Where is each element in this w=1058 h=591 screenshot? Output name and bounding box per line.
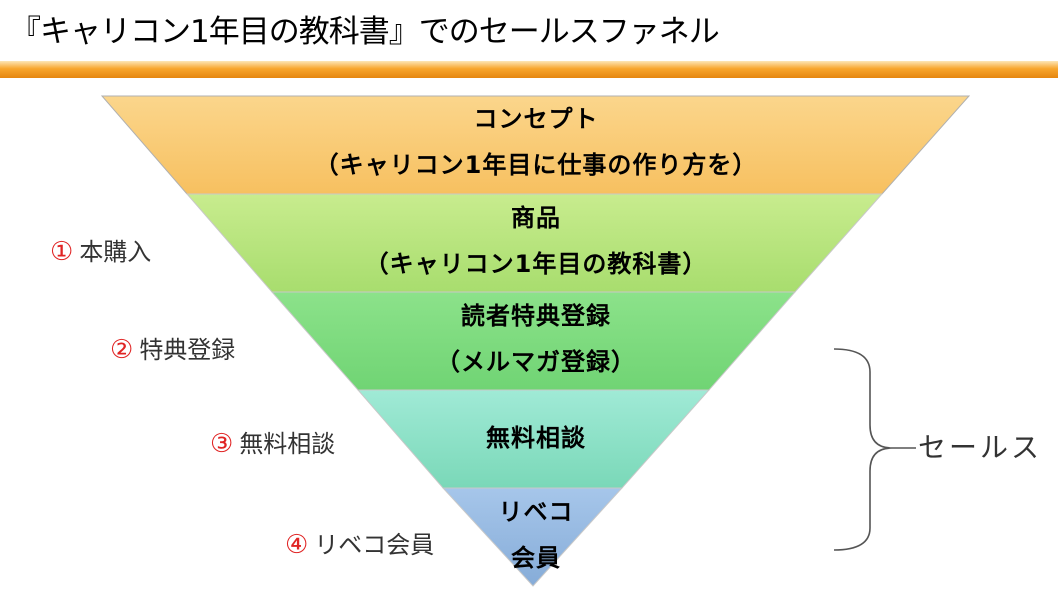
band-product-title: 商品	[511, 204, 561, 232]
sales-label: セールス	[918, 431, 1043, 464]
band-reader-title: 読者特典登録	[461, 302, 611, 330]
band-concept-title: コンセプト	[473, 105, 599, 133]
title-underline-bar	[0, 61, 1058, 78]
step-1-number: ①	[50, 237, 74, 267]
band-concept-subtitle: （キャリコン1年目に仕事の作り方を）	[314, 151, 758, 179]
sales-bracket	[833, 348, 893, 551]
page-title: 『キャリコン1年目の教科書』でのセールスファネル	[10, 14, 720, 50]
band-product-subtitle: （キャリコン1年目の教科書）	[364, 250, 708, 278]
funnel-band-member	[441, 487, 624, 587]
band-reader-subtitle: （メルマガ登録）	[436, 348, 636, 376]
band-consult-title: 無料相談	[486, 424, 586, 452]
step-2-number: ②	[110, 335, 134, 365]
step-3-label: 無料相談	[239, 430, 336, 458]
band-member-title: リベコ	[498, 498, 574, 526]
step-4-number: ④	[285, 530, 309, 560]
step-2-label: 特典登録	[139, 336, 236, 364]
step-1-label: 本購入	[79, 238, 152, 266]
step-3-number: ③	[210, 429, 234, 459]
step-4-label: リベコ会員	[314, 531, 435, 559]
band-member-subtitle: 会員	[511, 544, 561, 572]
